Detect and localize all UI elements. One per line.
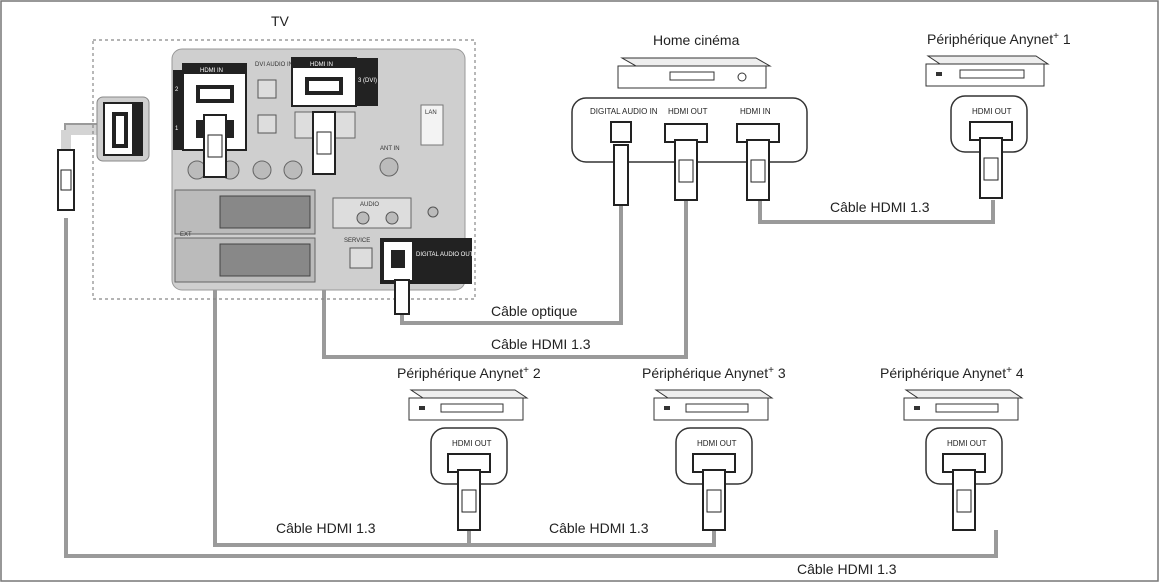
cable-label-bottom-right: Câble HDMI 1.3 bbox=[797, 561, 897, 577]
service-label: SERVICE bbox=[344, 238, 370, 244]
device-2: Périphérique Anynet+ 2 HDMI OUT bbox=[397, 365, 541, 531]
optical-socket bbox=[391, 250, 405, 268]
hdmi-in-12-label: HDMI IN bbox=[200, 68, 223, 74]
tv-port-strip bbox=[173, 70, 183, 150]
headphone-jack bbox=[427, 206, 439, 218]
cable-label-bottom-left: Câble HDMI 1.3 bbox=[276, 520, 376, 536]
cable-label-optical: Câble optique bbox=[491, 303, 578, 319]
device-4: Périphérique Anynet+ 4 HDMI OUT bbox=[880, 365, 1024, 531]
device-2-title: Périphérique Anynet+ 2 bbox=[397, 365, 541, 382]
lan-label: LAN bbox=[425, 110, 437, 116]
dvi-audio-in-port bbox=[257, 79, 277, 99]
ext-label: EXT bbox=[180, 232, 192, 238]
hc-hdmi-in-label: HDMI IN bbox=[740, 107, 771, 116]
home-cinema-unit bbox=[617, 57, 772, 89]
hdmi-port-2-slot bbox=[200, 89, 230, 99]
hdmi-port-4-slot bbox=[116, 116, 124, 144]
digital-audio-out-label: DIGITAL AUDIO OUT (OPTICAL) bbox=[416, 252, 505, 258]
hdmi-in-12-header bbox=[183, 64, 246, 74]
audio-label: AUDIO bbox=[360, 202, 379, 208]
hdmi-3-dvi-tag bbox=[356, 58, 378, 106]
audio-jack-r bbox=[385, 211, 399, 225]
device-1-port-label: HDMI OUT bbox=[972, 107, 1012, 116]
hc-plugs bbox=[613, 139, 770, 206]
home-cinema-title: Home cinéma bbox=[653, 32, 740, 48]
cable-optical bbox=[400, 205, 623, 325]
cable-label-bottom-mid: Câble HDMI 1.3 bbox=[549, 520, 649, 536]
hc-digital-audio-in-label: DIGITAL AUDIO IN bbox=[590, 107, 658, 116]
tv-title: TV bbox=[271, 13, 290, 29]
cable-hdmi1-dev2 bbox=[213, 180, 471, 547]
device-3-title: Périphérique Anynet+ 3 bbox=[642, 365, 786, 382]
device-1-title: Périphérique Anynet+ 1 bbox=[927, 31, 1071, 48]
device-3-port-label: HDMI OUT bbox=[697, 439, 737, 448]
scart-ext-2-port bbox=[219, 195, 311, 229]
service-port bbox=[349, 247, 373, 269]
device-4-title: Périphérique Anynet+ 4 bbox=[880, 365, 1024, 382]
scart-ext-1-port bbox=[219, 243, 311, 277]
device-2-port-label: HDMI OUT bbox=[452, 439, 492, 448]
tv-plugs bbox=[57, 111, 410, 315]
device-4-port-label: HDMI OUT bbox=[947, 439, 987, 448]
hdmi-port-3-slot bbox=[309, 81, 339, 91]
cable-dev2-dev3 bbox=[469, 530, 716, 547]
hdmi-in-4-tag bbox=[132, 103, 142, 155]
lan-port bbox=[420, 104, 444, 146]
hc-optical-port bbox=[610, 121, 632, 143]
port-2-label: 2 bbox=[175, 87, 179, 93]
cable-hc-dev1 bbox=[758, 196, 995, 224]
device-3: Périphérique Anynet+ 3 HDMI OUT bbox=[642, 365, 786, 531]
device-1: Périphérique Anynet+ 1 HDMI OUT bbox=[925, 31, 1071, 199]
hdmi-in-3-header bbox=[292, 58, 356, 68]
dvi-audio-in-label: DVI AUDIO IN bbox=[255, 62, 293, 68]
audio-port-a bbox=[257, 114, 277, 134]
cable-label-tv-hc: Câble HDMI 1.3 bbox=[491, 336, 591, 352]
cable-label-hc-dev1: Câble HDMI 1.3 bbox=[830, 199, 930, 215]
tv-dashed-outline bbox=[92, 39, 476, 300]
ant-in-label: ANT IN bbox=[380, 146, 400, 152]
hdmi-in-3-label: HDMI IN bbox=[310, 62, 333, 68]
audio-jack-l bbox=[356, 211, 370, 225]
audio-block bbox=[332, 197, 412, 229]
port-1-label: 1 bbox=[175, 126, 179, 132]
cable-hdmi4-dev4 bbox=[64, 218, 998, 558]
port-3-dvi-label: 3 (DVI) bbox=[358, 78, 377, 84]
hc-hdmi-out-label: HDMI OUT bbox=[668, 107, 708, 116]
